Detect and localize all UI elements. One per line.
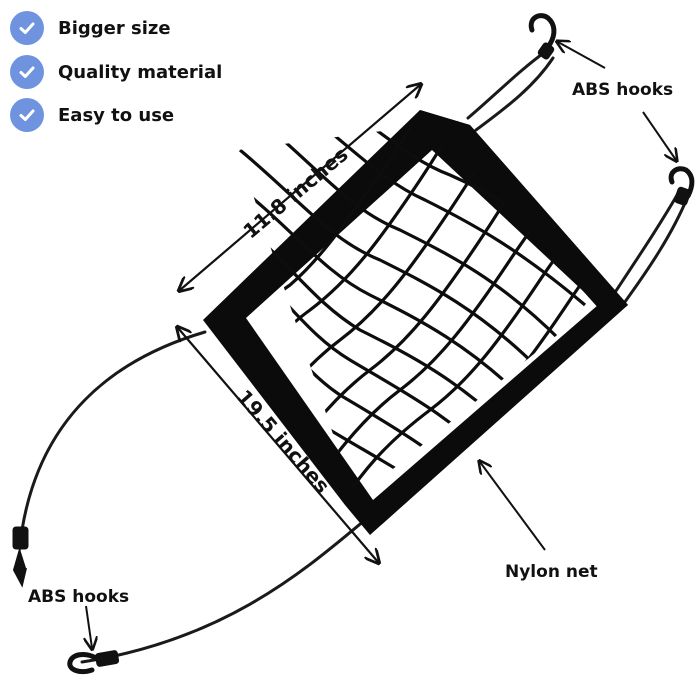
dimension-arrows <box>178 85 420 562</box>
height-dimension-arrow <box>178 328 378 562</box>
nylon-net-panel <box>203 110 628 535</box>
hook-top-icon <box>528 13 557 60</box>
hook-bottom-icon <box>67 650 120 675</box>
elastic-cords <box>20 50 690 664</box>
feature-item-quality-material: Quality material <box>10 52 222 92</box>
cord-top-right <box>474 56 555 132</box>
cord-right-a <box>608 188 682 302</box>
callout-arrows <box>86 42 676 648</box>
hook-left-icon <box>12 526 29 588</box>
feature-label: Quality material <box>58 61 223 83</box>
net-top-band <box>420 110 628 310</box>
feature-item-bigger-size: Bigger size <box>10 8 171 48</box>
feature-label: Bigger size <box>58 17 171 39</box>
check-circle-icon <box>10 98 44 132</box>
abs-hooks-bottom-label: ABS hooks <box>28 587 129 607</box>
net-arrow <box>480 462 546 551</box>
width-dimension-arrow <box>180 85 420 290</box>
cord-top-left <box>466 50 547 120</box>
hooks-bottom-left-arrow <box>86 605 92 648</box>
nylon-net-label: Nylon net <box>505 562 598 582</box>
cord-left <box>20 330 207 532</box>
abs-hooks <box>12 13 695 675</box>
check-circle-icon <box>10 11 44 45</box>
abs-hooks-top-label: ABS hooks <box>572 80 673 100</box>
cord-right-b <box>620 194 690 308</box>
hook-right-icon <box>668 166 695 206</box>
hooks-top-arrow <box>558 42 606 69</box>
hooks-right-arrow <box>642 111 676 160</box>
feature-item-easy-to-use: Easy to use <box>10 95 174 135</box>
feature-label: Easy to use <box>58 104 175 126</box>
check-circle-icon <box>10 55 44 89</box>
